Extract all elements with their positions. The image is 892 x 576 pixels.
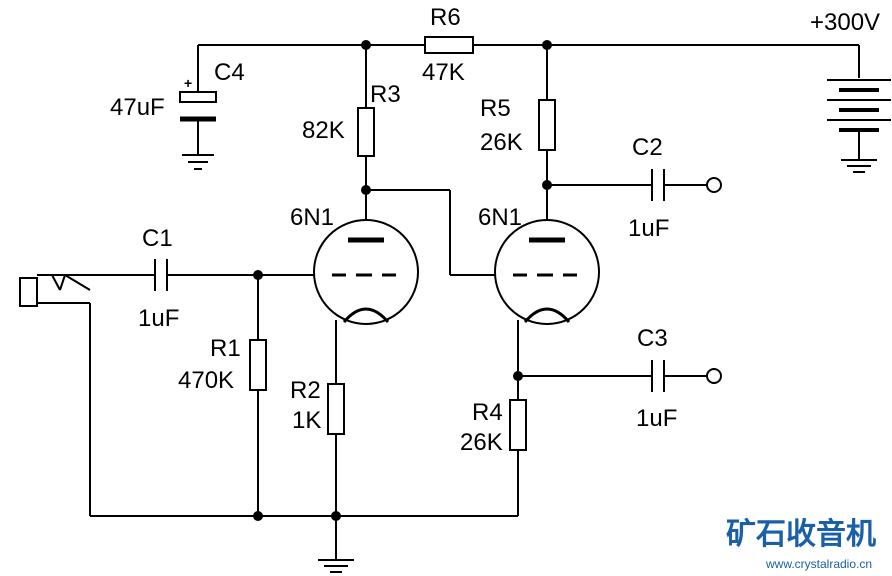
r5-value-label: 26K: [480, 129, 523, 156]
c4-ref-label: C4: [214, 59, 245, 86]
r1-ref-label: R1: [210, 335, 241, 362]
resistor-r4: [509, 320, 527, 516]
watermark-url: www.crystalradio.cn: [765, 557, 872, 571]
vacuum-tube-v2: [494, 219, 600, 325]
input-jack: [19, 277, 38, 307]
resistor-r5: [538, 45, 556, 230]
watermark-title: 矿石收音机: [726, 517, 876, 552]
battery-symbol: [827, 79, 891, 173]
vacuum-tube-v1: [313, 219, 419, 325]
r3-ref-label: R3: [370, 81, 401, 108]
supply-rail-wire: [198, 44, 860, 78]
c4-polarity-mark: +: [184, 75, 192, 91]
r6-ref-label: R6: [430, 4, 461, 31]
c3-ref-label: C3: [637, 325, 668, 352]
c1-value-label: 1uF: [138, 305, 179, 332]
r6-value-label: 47K: [422, 59, 465, 86]
r4-ref-label: R4: [472, 399, 503, 426]
junction-dots: [253, 40, 552, 521]
r3-value-label: 82K: [302, 117, 345, 144]
resistor-r2: [327, 320, 345, 560]
capacitor-c4: [179, 45, 217, 155]
r5-ref-label: R5: [480, 95, 511, 122]
capacitor-c3: [518, 360, 722, 392]
r2-value-label: 1K: [292, 407, 321, 434]
resistor-r3: [357, 45, 375, 230]
r1-value-label: 470K: [178, 367, 234, 394]
v1-type-label: 6N1: [290, 204, 334, 231]
c4-value-label: 47uF: [110, 94, 165, 121]
ground-symbol-main: [318, 559, 354, 573]
capacitor-c1: [154, 259, 168, 291]
c2-value-label: 1uF: [628, 215, 669, 242]
capacitor-c2: [547, 169, 722, 201]
ground-symbol-c4: [182, 154, 214, 170]
resistor-r1: [249, 275, 267, 516]
c2-ref-label: C2: [632, 134, 663, 161]
resistor-r6: [424, 36, 474, 54]
r4-value-label: 26K: [460, 429, 503, 456]
supply-voltage-label: +300V: [810, 9, 880, 36]
v2-type-label: 6N1: [478, 204, 522, 231]
c3-value-label: 1uF: [636, 405, 677, 432]
c1-ref-label: C1: [142, 225, 173, 252]
r2-ref-label: R2: [290, 377, 321, 404]
input-wire: [37, 274, 518, 517]
